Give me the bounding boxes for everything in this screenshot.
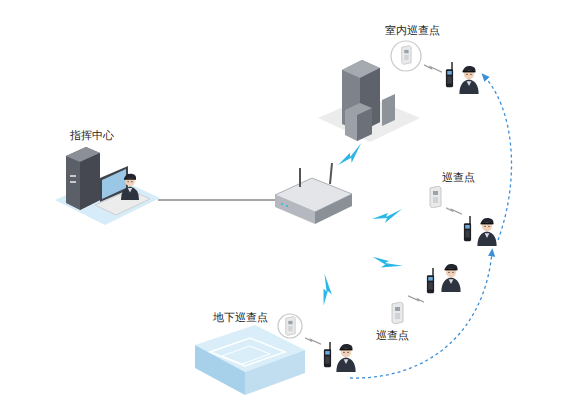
checkpoint-label: 巡查点 bbox=[375, 329, 410, 342]
underground-checkpoint-label: 地下巡查点 bbox=[212, 311, 269, 324]
command-center-label: 指挥中心 bbox=[69, 129, 115, 142]
checkpoint-label: 巡查点 bbox=[441, 171, 476, 184]
indoor-checkpoint-label: 室内巡查点 bbox=[384, 24, 441, 37]
